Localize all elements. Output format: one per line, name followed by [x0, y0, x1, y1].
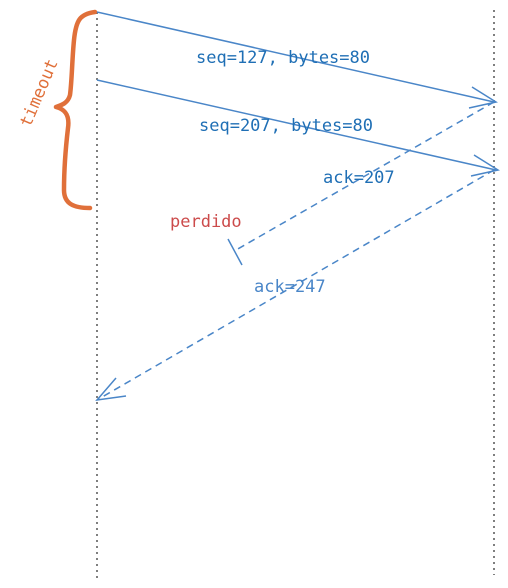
arrowhead-icon [468, 86, 498, 109]
message-seq-127: seq=127, bytes=80 [96, 11, 498, 109]
lost-marker-icon [227, 238, 243, 266]
message-label: ack=247 [254, 277, 326, 297]
message-arrow-line [96, 11, 495, 103]
lost-label: perdido [170, 212, 242, 232]
timeout-label: timeout [16, 56, 62, 130]
message-arrow-dashed-line [235, 101, 495, 251]
message-label: seq=207, bytes=80 [199, 116, 373, 136]
timeout-brace [53, 9, 98, 211]
message-label: seq=127, bytes=80 [196, 48, 370, 68]
message-ack-247: ack=247 [95, 169, 495, 402]
message-arrow-line [96, 79, 497, 171]
message-ack-207-lost: ack=207 perdido [170, 101, 495, 266]
message-arrow-dashed-line [96, 169, 495, 401]
arrowhead-icon [470, 154, 500, 177]
message-seq-207: seq=207, bytes=80 [96, 79, 500, 177]
arrowhead-icon [95, 377, 127, 402]
message-label: ack=207 [323, 168, 395, 188]
